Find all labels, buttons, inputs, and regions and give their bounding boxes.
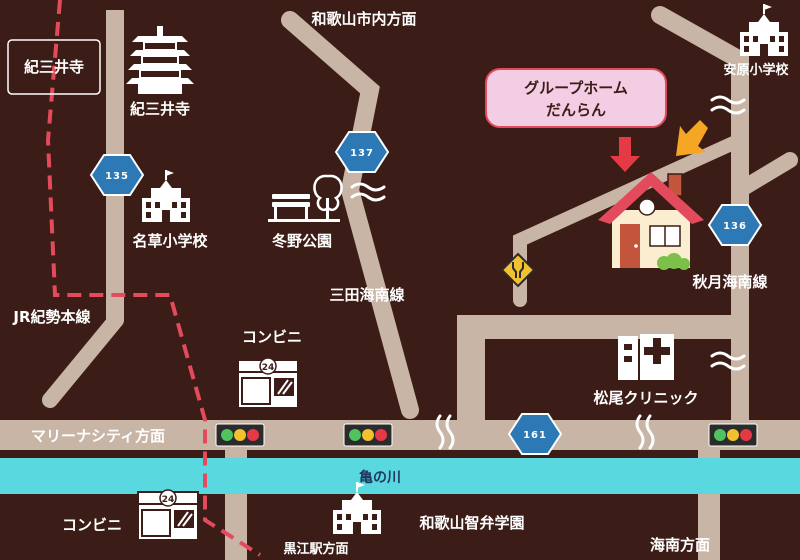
group-home-line2: だんらん bbox=[546, 101, 606, 119]
jr-line-label: JR紀勢本線 bbox=[12, 308, 90, 326]
convenience-lower-label: コンビニ bbox=[62, 516, 122, 534]
pagoda-icon bbox=[126, 26, 194, 94]
chiben-school-label: 和歌山智弁学園 bbox=[419, 514, 524, 532]
store-badge: 24 bbox=[162, 495, 175, 505]
red-arrow-icon bbox=[610, 137, 640, 172]
wakayama-direction-label: 和歌山市内方面 bbox=[311, 10, 416, 28]
route-137-label: 137 bbox=[350, 148, 374, 159]
hospital-icon bbox=[618, 334, 674, 380]
temple-label: 紀三井寺 bbox=[130, 100, 190, 118]
akizuki-line-label: 秋月海南線 bbox=[692, 273, 767, 291]
traffic-light-icon bbox=[215, 423, 265, 447]
house-icon bbox=[598, 172, 704, 270]
route-161-label: 161 bbox=[523, 430, 547, 441]
sanda-line-label: 三田海南線 bbox=[329, 286, 404, 304]
traffic-light-icon bbox=[343, 423, 393, 447]
ahara-school-label: 安原小学校 bbox=[723, 62, 789, 78]
river-label: 亀の川 bbox=[359, 469, 401, 486]
route-hex-icon: 161 bbox=[508, 413, 562, 455]
park-icon bbox=[268, 174, 343, 222]
group-home-line1: グループホーム bbox=[524, 79, 628, 97]
fuyuno-park-label: 冬野公園 bbox=[272, 232, 332, 250]
river bbox=[0, 458, 800, 494]
nagusa-school-label: 名草小学校 bbox=[132, 232, 208, 250]
matsuo-clinic-label: 松尾クリニック bbox=[593, 389, 698, 407]
temple-box-label: 紀三井寺 bbox=[24, 58, 84, 76]
store-badge: 24 bbox=[262, 363, 275, 373]
road-narrows-sign-icon bbox=[500, 252, 536, 288]
route-136-label: 136 bbox=[723, 221, 747, 232]
school-icon bbox=[141, 169, 191, 223]
group-home-callout bbox=[485, 68, 667, 128]
convenience-store-icon: 24 bbox=[137, 489, 199, 541]
orange-arrow-icon bbox=[676, 120, 708, 156]
convenience-store-icon: 24 bbox=[237, 357, 299, 409]
route-hex-icon: 137 bbox=[335, 131, 389, 173]
convenience-upper-label: コンビニ bbox=[242, 328, 302, 346]
marina-direction-label: マリーナシティ方面 bbox=[31, 427, 165, 445]
route-hex-icon: 135 bbox=[90, 154, 144, 196]
traffic-light-icon bbox=[708, 423, 758, 447]
route-hex-icon: 136 bbox=[708, 204, 762, 246]
rail-line bbox=[45, 0, 262, 557]
kuroe-direction-label: 黒江駅方面 bbox=[283, 541, 348, 557]
route-135-label: 135 bbox=[105, 171, 129, 182]
water-wave-icon bbox=[350, 95, 746, 450]
school-icon bbox=[739, 3, 789, 57]
kainan-direction-label: 海南方面 bbox=[650, 536, 710, 554]
temple-label-box bbox=[7, 39, 101, 95]
